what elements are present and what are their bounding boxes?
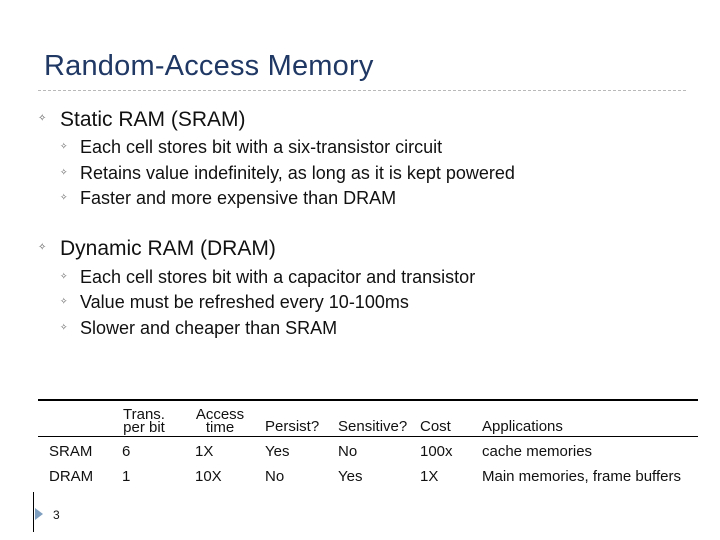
cell-type: DRAM xyxy=(49,468,94,485)
slide-title: Random-Access Memory xyxy=(44,50,374,82)
header-access: Access time xyxy=(192,406,248,436)
cell-sensitive: No xyxy=(338,443,358,460)
title-divider xyxy=(38,90,686,91)
bullet-icon: ✧ xyxy=(38,242,47,253)
bullet-label: Static RAM (SRAM) xyxy=(60,108,246,131)
sub-bullet-label: Each cell stores bit with a capacitor an… xyxy=(80,267,476,287)
bullet-icon: ✧ xyxy=(60,296,68,306)
header-trans: Trans. per bit xyxy=(120,406,168,436)
sub-bullet-label: Each cell stores bit with a six-transist… xyxy=(80,137,443,157)
cell-cost: 1X xyxy=(420,468,439,485)
sub-bullet-label: Faster and more expensive than DRAM xyxy=(80,188,397,208)
bullet-icon: ✧ xyxy=(60,141,68,151)
header-trans-line1: Trans. xyxy=(123,406,165,423)
header-cost: Cost xyxy=(420,418,451,435)
cell-persist: No xyxy=(265,468,285,485)
header-sensitive: Sensitive? xyxy=(338,418,408,435)
cell-cost: 100x xyxy=(420,443,453,460)
table-top-rule xyxy=(38,399,698,401)
page-number: 3 xyxy=(53,508,60,522)
bullet-icon: ✧ xyxy=(60,271,68,281)
bullet-icon: ✧ xyxy=(38,113,47,124)
cell-trans: 6 xyxy=(122,443,131,460)
bullet-icon: ✧ xyxy=(60,322,68,332)
cell-trans: 1 xyxy=(122,468,131,485)
bullet-icon: ✧ xyxy=(60,167,68,177)
cell-sensitive: Yes xyxy=(338,468,363,485)
sub-bullet-label: Value must be refreshed every 10-100ms xyxy=(80,292,409,312)
cell-access: 10X xyxy=(195,468,222,485)
triangle-icon xyxy=(35,508,43,520)
header-access-line1: Access xyxy=(195,406,245,423)
cell-applications: cache memories xyxy=(482,443,593,460)
cell-persist: Yes xyxy=(265,443,290,460)
table-header-rule xyxy=(38,436,698,437)
bullet-icon: ✧ xyxy=(60,192,68,202)
header-persist: Persist? xyxy=(265,418,320,435)
sub-bullet-label: Retains value indefinitely, as long as i… xyxy=(80,163,515,183)
sub-bullet-label: Slower and cheaper than SRAM xyxy=(80,318,338,338)
header-access-line2: time xyxy=(205,419,235,436)
footer-line xyxy=(33,492,34,532)
header-trans-line2: per bit xyxy=(123,419,165,436)
bullet-label: Dynamic RAM (DRAM) xyxy=(60,237,276,260)
cell-access: 1X xyxy=(195,443,214,460)
header-applications: Applications xyxy=(482,418,563,435)
cell-type: SRAM xyxy=(49,443,93,460)
cell-applications: Main memories, frame buffers xyxy=(482,468,681,485)
